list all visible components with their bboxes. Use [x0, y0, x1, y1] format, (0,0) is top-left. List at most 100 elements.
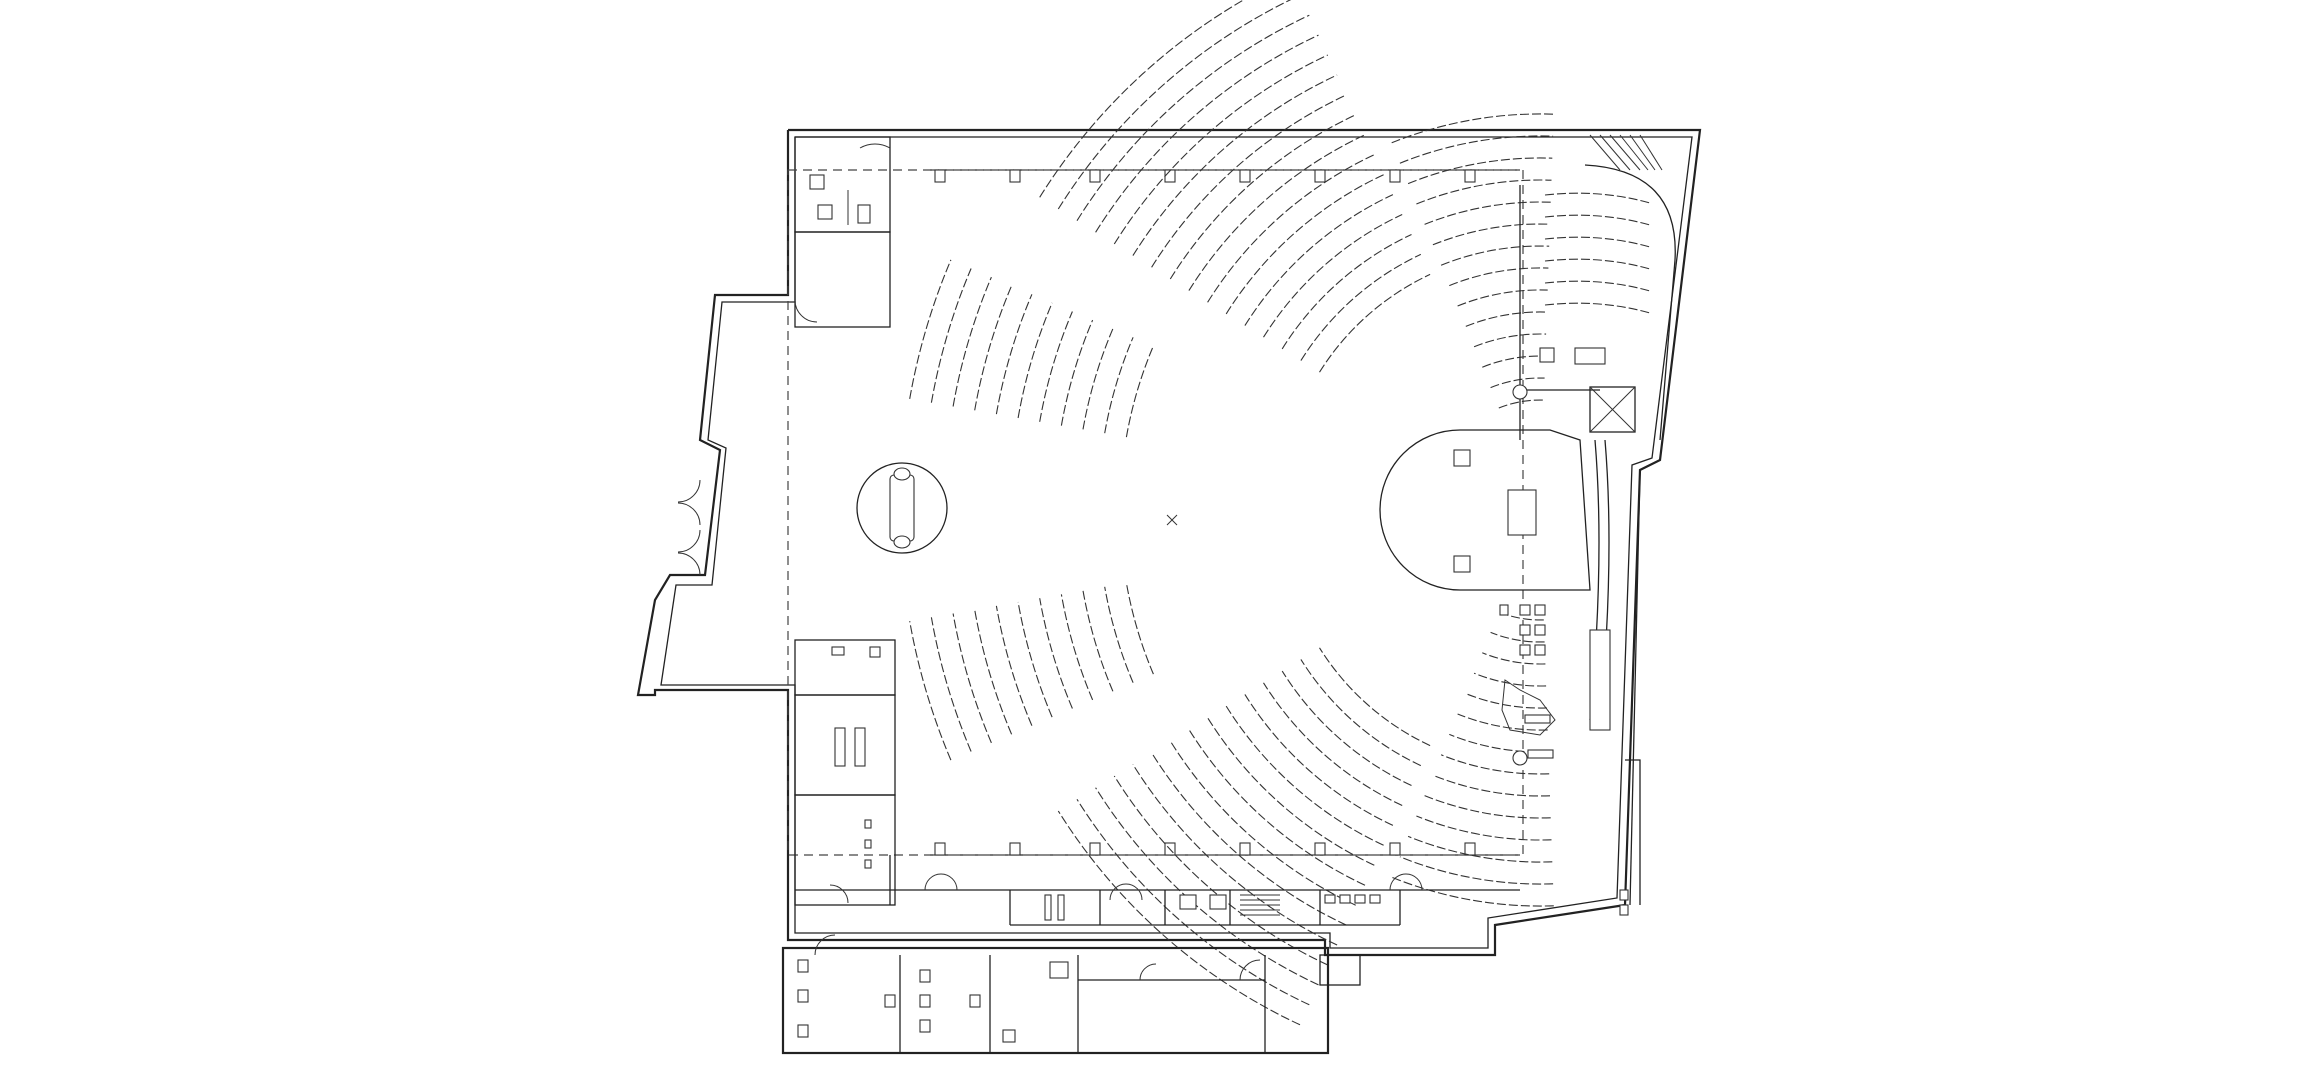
pew-row	[1039, 598, 1073, 709]
pew-row	[1060, 594, 1094, 701]
pew-row	[1095, 34, 1319, 233]
balcony-seating	[1544, 192, 1651, 314]
east-corridor	[1589, 439, 1641, 906]
baptismal-font	[856, 462, 948, 554]
pew-row	[1151, 752, 1347, 926]
pew-row	[1482, 652, 1546, 665]
pew-row	[1416, 815, 1552, 841]
top-left-rooms	[794, 136, 891, 328]
pew-row	[1225, 705, 1384, 846]
altar-table	[1507, 489, 1537, 536]
pew-row	[1465, 311, 1547, 327]
pew-row	[1125, 345, 1154, 438]
pew-row	[1207, 717, 1375, 866]
pew-row	[1490, 377, 1545, 389]
elevator	[1589, 386, 1636, 433]
pew-row	[995, 605, 1033, 726]
west-rooms	[794, 639, 896, 906]
pew-row	[1188, 729, 1366, 886]
pew-row	[1039, 0, 1245, 198]
pew-row	[952, 276, 992, 407]
chair	[1453, 555, 1471, 573]
pew-row	[1482, 355, 1546, 368]
music-area	[1499, 604, 1556, 766]
pew-row	[1281, 234, 1412, 350]
balcony-row	[1544, 236, 1651, 248]
pew-row	[1449, 733, 1549, 753]
pew-row	[1207, 154, 1375, 303]
pew-row	[1490, 631, 1545, 643]
ambo	[1453, 449, 1471, 467]
pew-row	[1104, 337, 1134, 434]
pew-row	[1060, 319, 1094, 426]
pew-row	[1169, 114, 1356, 280]
pew-row	[1407, 157, 1553, 185]
lower-annex	[781, 934, 1361, 1055]
pew-row	[1082, 328, 1114, 430]
nave-boundary	[787, 169, 1524, 856]
bottom-rooms	[795, 855, 1520, 926]
pew-seating	[909, 0, 1554, 1026]
pew-row	[1132, 74, 1338, 256]
pew-row	[1473, 672, 1547, 687]
pew-row	[995, 294, 1033, 415]
pew-row	[1281, 670, 1412, 786]
pew-row	[1113, 54, 1329, 245]
pew-row	[974, 285, 1013, 411]
pew-row	[1076, 799, 1310, 1006]
pew-row	[1244, 194, 1394, 326]
pew-row	[1473, 333, 1547, 348]
pew-row	[1151, 94, 1347, 268]
east-annex	[1619, 759, 1641, 916]
column-row-top	[934, 169, 1476, 183]
center-mark	[1166, 514, 1178, 526]
pew-row	[974, 609, 1013, 735]
pew-row	[1457, 289, 1548, 307]
pew-row	[1498, 399, 1544, 409]
pew-row	[1225, 174, 1384, 315]
pew-row	[1017, 601, 1053, 718]
pew-row	[1416, 179, 1552, 205]
balcony-row	[1544, 192, 1651, 204]
pew-row	[1319, 647, 1431, 747]
pew-row	[1465, 693, 1547, 709]
pew-row	[1057, 810, 1301, 1026]
balcony-row	[1544, 302, 1651, 314]
pew-row	[1169, 740, 1356, 906]
pew-row	[1017, 302, 1053, 419]
pew-row	[1082, 590, 1114, 692]
balcony-row	[1544, 214, 1651, 226]
sanctuary-platform	[1379, 429, 1591, 591]
choir-balcony	[1512, 134, 1676, 441]
pew-row	[1399, 135, 1554, 164]
pew-row	[1449, 267, 1549, 287]
pew-row	[952, 613, 992, 744]
pew-row	[930, 268, 972, 403]
pew-row	[1057, 0, 1292, 210]
pew-row	[909, 621, 952, 761]
balcony-row	[1544, 280, 1651, 292]
pew-row	[930, 617, 972, 752]
pew-row	[1076, 14, 1310, 221]
pew-row	[1039, 311, 1073, 422]
pew-row	[1125, 582, 1154, 675]
pew-row	[1319, 273, 1431, 373]
pew-row	[1391, 876, 1554, 907]
pew-row	[1440, 754, 1550, 775]
main-entrance-doors	[677, 479, 701, 576]
pew-row	[1424, 795, 1551, 819]
column-row-bottom	[934, 842, 1476, 856]
pew-row	[1391, 113, 1554, 144]
pew-row	[1432, 223, 1551, 246]
pew-row	[1300, 659, 1422, 767]
pew-row	[1104, 586, 1134, 683]
pew-row	[1300, 253, 1422, 361]
pew-row	[1244, 694, 1394, 826]
pew-row	[1457, 713, 1548, 731]
pew-row	[1399, 856, 1554, 885]
pew-row	[1424, 201, 1551, 225]
pew-row	[1132, 764, 1338, 946]
pew-row	[1113, 775, 1329, 966]
